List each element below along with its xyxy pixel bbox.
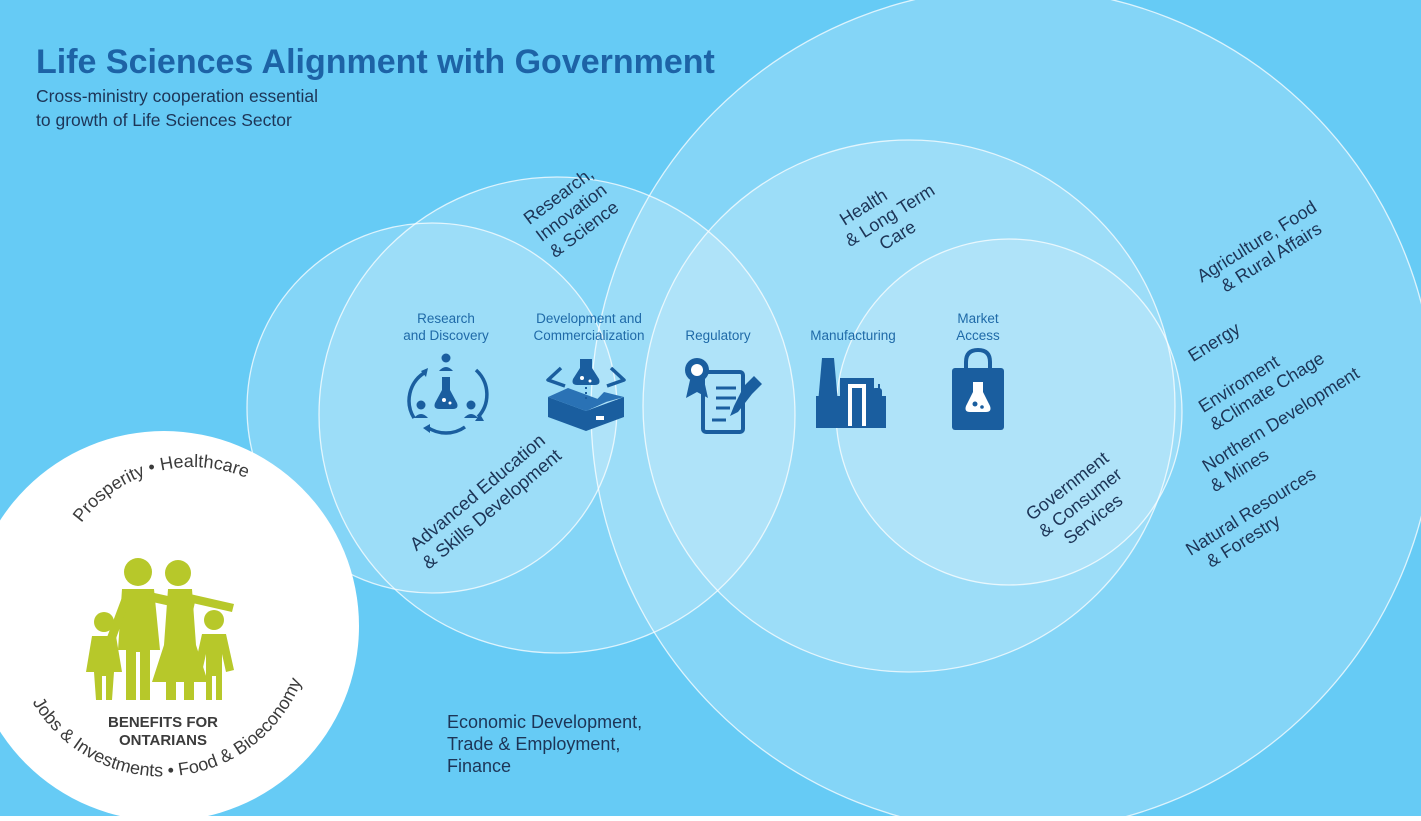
stage-development-commercialization: Development and Commercialization <box>533 311 644 343</box>
svg-text:Research: Research <box>417 311 475 326</box>
research-discovery-icon <box>407 353 489 435</box>
svg-text:Regulatory: Regulatory <box>685 328 751 343</box>
stage-regulatory: Regulatory <box>685 328 751 343</box>
svg-text:Manufacturing: Manufacturing <box>810 328 896 343</box>
stage-research-discovery: Research and Discovery <box>403 311 489 343</box>
manufacturing-factory-icon <box>816 358 886 428</box>
svg-text:Finance: Finance <box>447 756 511 776</box>
benefits-medallion: Prosperity • Healthcare Jobs & Investmen… <box>0 431 359 821</box>
regulatory-certificate-icon <box>685 358 762 434</box>
svg-text:Development and: Development and <box>536 311 642 326</box>
stage-market-access: Market Access <box>956 311 1000 343</box>
label-economic-ministry: Economic Development, Trade & Employment… <box>447 712 642 776</box>
benefits-label-line1: BENEFITS FOR <box>108 714 218 731</box>
svg-text:Commercialization: Commercialization <box>533 328 644 343</box>
page-subtitle-line1: Cross-ministry cooperation essential <box>36 86 318 106</box>
development-box-icon <box>546 359 626 431</box>
market-bag-icon <box>952 347 1004 430</box>
svg-text:and Discovery: and Discovery <box>403 328 489 343</box>
family-icon <box>86 558 234 700</box>
circle-health <box>642 139 1176 673</box>
svg-text:Economic Development,: Economic Development, <box>447 712 642 732</box>
svg-text:Access: Access <box>956 328 1000 343</box>
svg-text:Market: Market <box>957 311 999 326</box>
stage-manufacturing: Manufacturing <box>810 328 896 343</box>
page-subtitle-line2: to growth of Life Sciences Sector <box>36 110 292 130</box>
page-title: Life Sciences Alignment with Government <box>36 43 715 81</box>
benefits-label-line2: ONTARIANS <box>119 732 207 749</box>
svg-text:Trade & Employment,: Trade & Employment, <box>447 734 620 754</box>
ministry-circles <box>246 0 1421 821</box>
